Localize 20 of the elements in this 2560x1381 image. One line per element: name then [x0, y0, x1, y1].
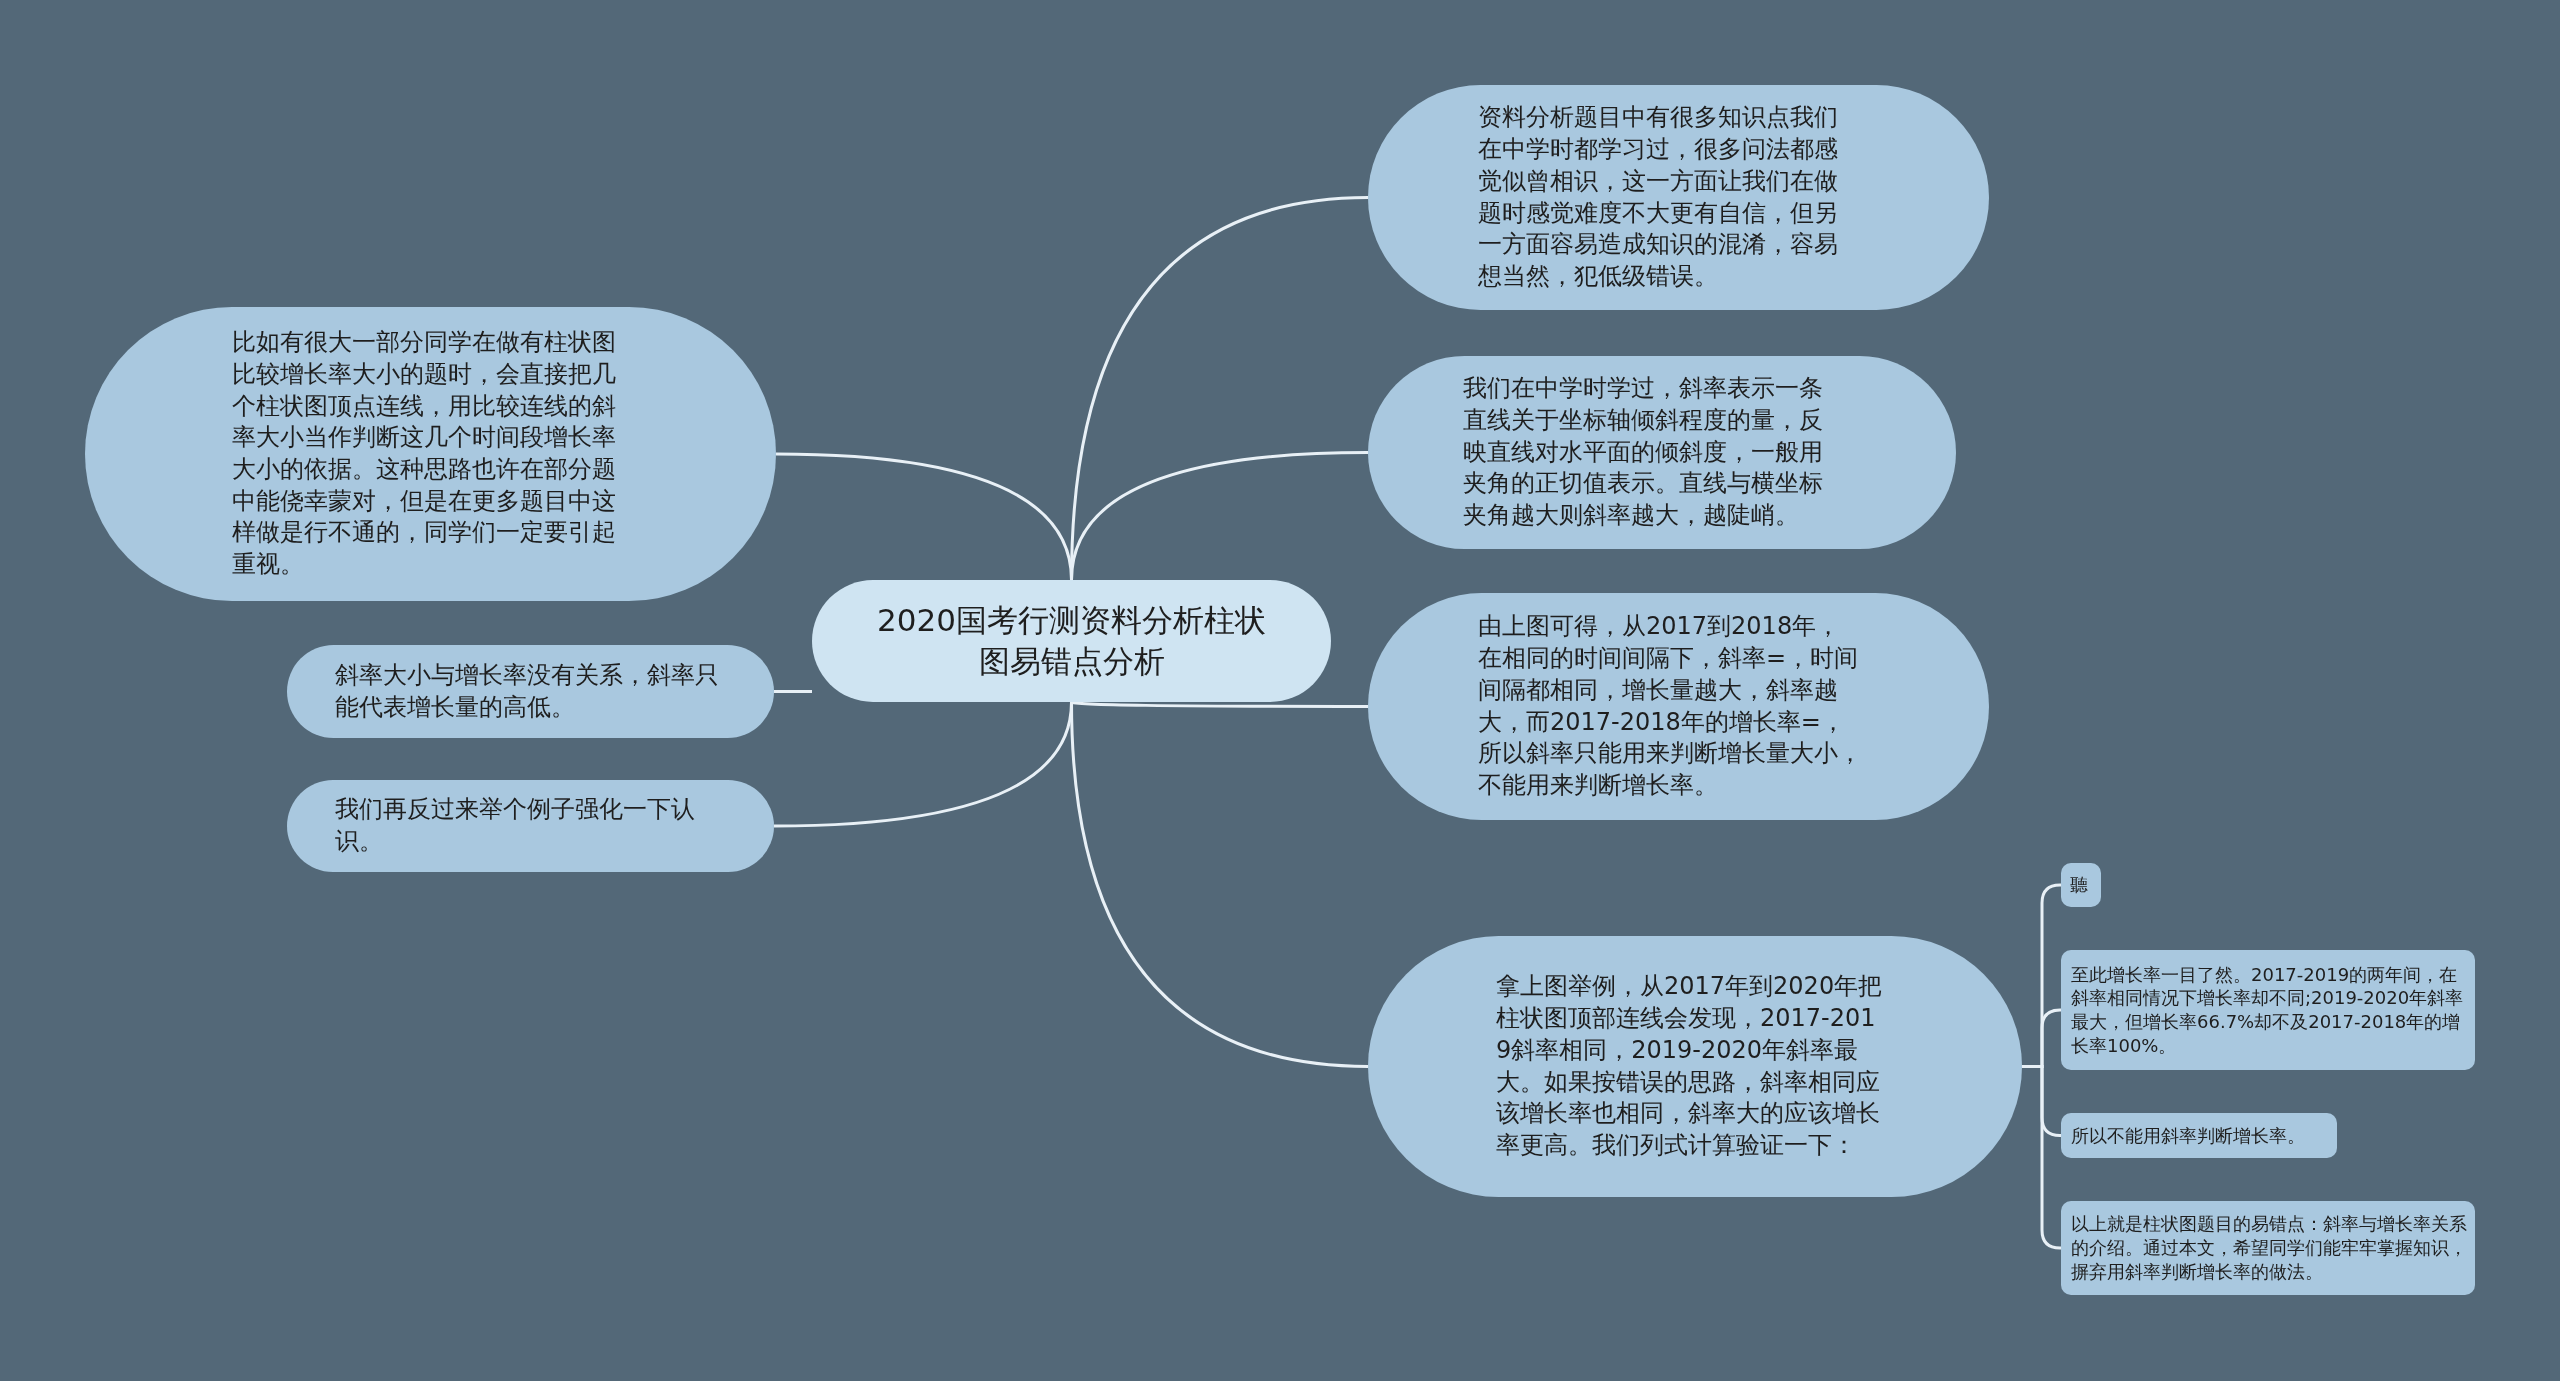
node-text: 拿上图举例，从2017年到2020年把柱状图顶部连线会发现，2017-2019斜率相同，2019-2020年斜率最大。如果按错误的思路，斜率相同应该增长率也相同，斜率大的应该增长率更高。我们列式计算验证一下：	[1496, 971, 1884, 1161]
node-text: 聽	[2070, 873, 2089, 897]
node-text: 所以不能用斜率判断增长率。	[2071, 1123, 2306, 1148]
node-text: 资料分析题目中有很多知识点我们在中学时都学习过，很多问法都感觉似曾相识，这一方面让我们在做题时感觉难度不大更有自信，但另一方面容易造成知识的混淆，容易想当然，犯低级错误。	[1478, 102, 1839, 292]
connector-line	[1071, 700, 1368, 708]
node-text: 2020国考行测资料分析柱状图易错点分析	[876, 601, 1267, 681]
node-text: 至此增长率一目了然。2017-2019的两年间，在斜率相同情况下增长率却不同;2019-2020年斜率最大，但增长率66.7%却不及2017-2018年的增长率100%。	[2071, 962, 2465, 1058]
node-text: 我们在中学时学过，斜率表示一条直线关于坐标轴倾斜程度的量，反映直线对水平面的倾斜度，一般用夹角的正切值表示。直线与横坐标夹角越大则斜率越大，越陡峭。	[1463, 373, 1824, 531]
connector-line	[774, 690, 812, 693]
connector-line	[773, 701, 1073, 828]
node-text: 斜率大小与增长率没有关系，斜率只能代表增长量的高低。	[335, 659, 720, 723]
node-text: 由上图可得，从2017到2018年，在相同的时间间隔下，斜率=，时间间隔都相同，增长量越大，斜率越大，而2017-2018年的增长率=，所以斜率只能用来判断增长量大小，不能用来判断增长率。	[1478, 611, 1862, 801]
note-box	[2061, 1201, 2475, 1295]
connector-line	[775, 452, 1073, 581]
node-text: 比如有很大一部分同学在做有柱状图比较增长率大小的题时，会直接把几个柱状图顶点连线，用比较连线的斜率大小当作判断这几个时间段增长率大小的依据。这种思路也许在部分题中能侥幸蒙对，但是在更多题目中这样做是行不通的，同学们一定要引起重视。	[232, 327, 616, 580]
node-text: 我们再反过来举个例子强化一下认识。	[335, 794, 696, 857]
note-box	[2061, 863, 2101, 907]
note-box	[2061, 950, 2475, 1070]
note-box	[2061, 1113, 2337, 1158]
node-text: 以上就是柱状图题目的易错点：斜率与增长率关系的介绍。通过本文，希望同学们能牢牢掌握知识，摒弃用斜率判断增长率的做法。	[2071, 1212, 2467, 1284]
